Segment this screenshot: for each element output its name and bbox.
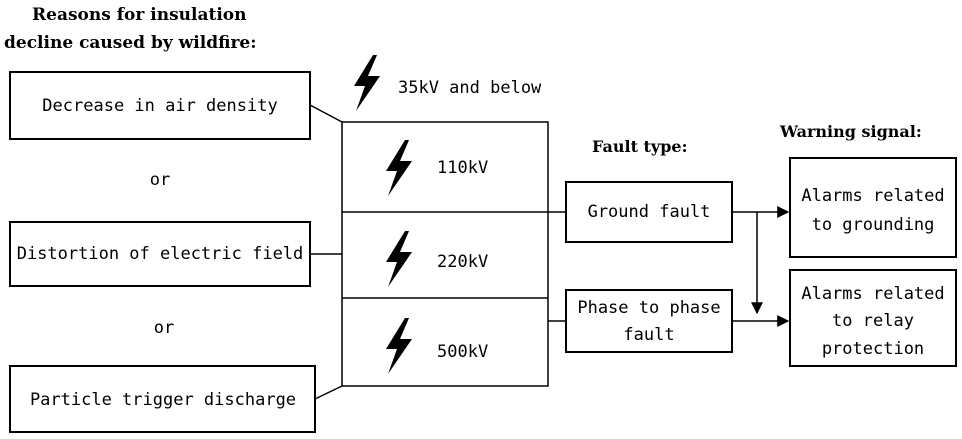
voltage-label-500kv: 500kV	[437, 342, 488, 362]
fault-label: Ground fault	[588, 202, 711, 222]
warning-arrows	[732, 206, 790, 327]
cause-label: Decrease in air density	[42, 96, 277, 116]
warning-label-line2: to relay	[832, 311, 914, 331]
warning-box-grounding: Alarms related to grounding	[789, 157, 957, 258]
cause-connector-lines	[309, 104, 343, 400]
fault-label-line2: fault	[623, 325, 674, 345]
warning-label-line1: Alarms related	[801, 284, 944, 304]
heading-reasons-line2: decline caused by wildfire:	[4, 33, 257, 53]
cause-label: Particle trigger discharge	[30, 390, 296, 410]
lightning-bolt-icon	[386, 231, 412, 287]
warning-label-line3: protection	[822, 339, 924, 359]
heading-warning-signal: Warning signal:	[779, 122, 922, 141]
heading-fault-type: Fault type:	[592, 137, 687, 156]
lightning-bolt-icon	[354, 55, 380, 111]
fault-box-phase-to-phase: Phase to phase fault	[565, 289, 733, 353]
voltage-label-35kv: 35kV and below	[398, 78, 542, 98]
lightning-bolt-icon	[386, 318, 412, 374]
voltage-label-220kv: 220kV	[437, 252, 488, 272]
fault-label-line1: Phase to phase	[577, 298, 720, 318]
heading-reasons-line1: Reasons for insulation	[32, 5, 246, 25]
lightning-bolt-icon	[386, 140, 412, 196]
cause-box-particle-discharge: Particle trigger discharge	[9, 365, 316, 433]
connector-or-1: or	[150, 170, 170, 190]
voltage-label-110kv: 110kV	[437, 158, 488, 178]
warning-label-line2: to grounding	[812, 215, 935, 235]
fault-box-ground: Ground fault	[565, 181, 733, 243]
cause-box-electric-field: Distortion of electric field	[9, 221, 311, 287]
cause-label: Distortion of electric field	[17, 244, 304, 264]
warning-box-relay-protection: Alarms related to relay protection	[789, 269, 957, 367]
cause-box-air-density: Decrease in air density	[9, 71, 311, 140]
warning-label-line1: Alarms related	[801, 186, 944, 206]
voltage-level-block	[341, 121, 566, 387]
connector-or-2: or	[154, 318, 174, 338]
